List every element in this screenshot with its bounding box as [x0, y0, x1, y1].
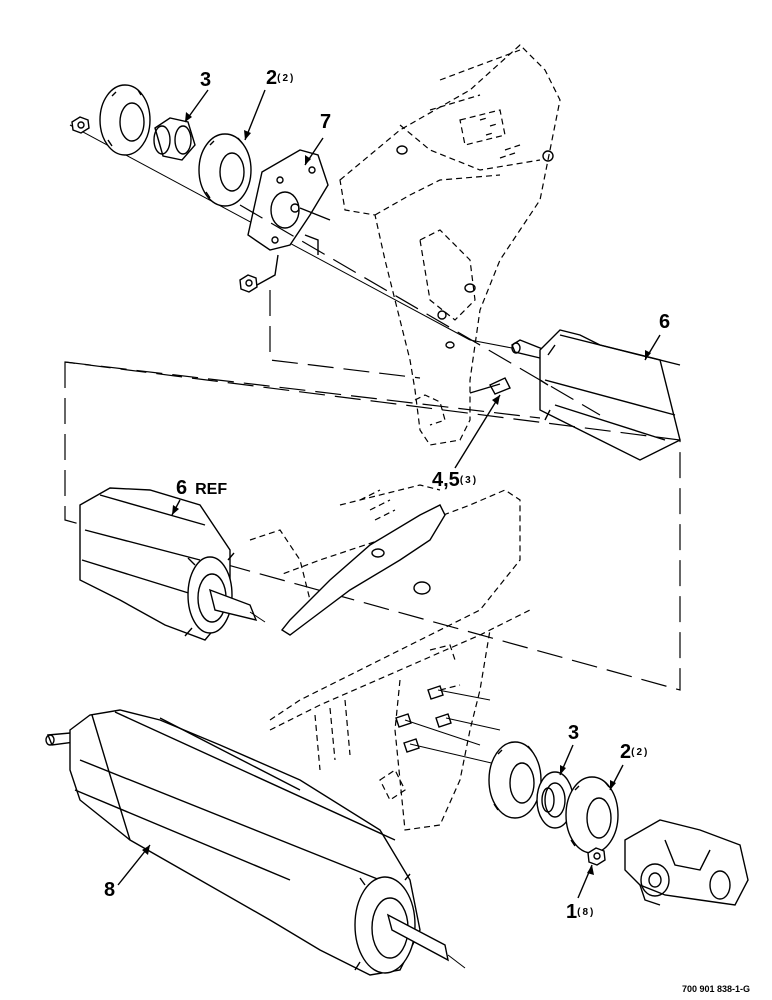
callout-6-right: 6	[659, 312, 670, 332]
callout-3-top: 3	[200, 70, 211, 90]
callout-quantity: (2)	[631, 747, 650, 758]
nut-top-left	[71, 116, 90, 134]
top-bearing-assembly	[69, 84, 471, 341]
callout-quantity: (3)	[459, 475, 479, 486]
callout-quantity: (2)	[277, 73, 296, 84]
bearing-bottom	[536, 771, 574, 829]
lower-studs	[395, 685, 501, 766]
bolt-4-5	[469, 377, 511, 395]
callout-number: 7	[320, 111, 332, 133]
roller-envelope-phantom	[64, 361, 681, 691]
upper-frame-reference	[339, 44, 561, 446]
callout-3-bottom: 3	[568, 723, 579, 743]
drawing-number: 700 901 838-1-G	[682, 984, 751, 994]
roller-top-right	[469, 329, 681, 461]
leader-arrowheads	[142, 112, 651, 875]
nut-bottom	[587, 847, 606, 866]
callout-1: 1(8)	[566, 902, 595, 922]
callout-number: 6	[176, 477, 188, 499]
callout-8: 8	[104, 880, 115, 900]
bottom-bearing-assembly	[488, 741, 619, 866]
universal-joint	[624, 819, 749, 906]
callout-number: 3	[200, 69, 212, 91]
callout-number: 2	[620, 741, 632, 763]
callout-4-5: 4,5(3)	[432, 470, 478, 490]
nut-plate	[239, 254, 279, 293]
bearing-top	[153, 117, 196, 161]
lower-frame-reference	[249, 484, 531, 831]
roller-ref	[79, 487, 266, 641]
callout-number: 2	[266, 67, 278, 89]
flange-top-right	[198, 133, 252, 207]
callout-number: 6	[659, 311, 671, 333]
callout-quantity: (8)	[577, 907, 596, 918]
flange-bottom-right	[565, 776, 619, 854]
callout-number: 8	[104, 879, 116, 901]
plate-phantom	[269, 290, 421, 379]
callout-number: 4,5	[432, 469, 460, 491]
flange-top-left	[99, 84, 151, 156]
mounting-plate	[247, 149, 331, 255]
callout-ref-tag: REF	[195, 481, 228, 498]
callout-2-top: 2(2)	[266, 68, 295, 88]
callout-number: 3	[568, 722, 580, 744]
flange-bottom-left	[488, 741, 542, 819]
top-axis-phantom	[239, 204, 601, 416]
roller-bottom	[45, 709, 466, 976]
callout-number: 1	[566, 901, 578, 923]
callout-7: 7	[320, 112, 331, 132]
callout-6-ref: 6 REF	[176, 478, 227, 500]
envelope-top-edge	[64, 361, 541, 419]
callout-2-bottom: 2(2)	[620, 742, 649, 762]
